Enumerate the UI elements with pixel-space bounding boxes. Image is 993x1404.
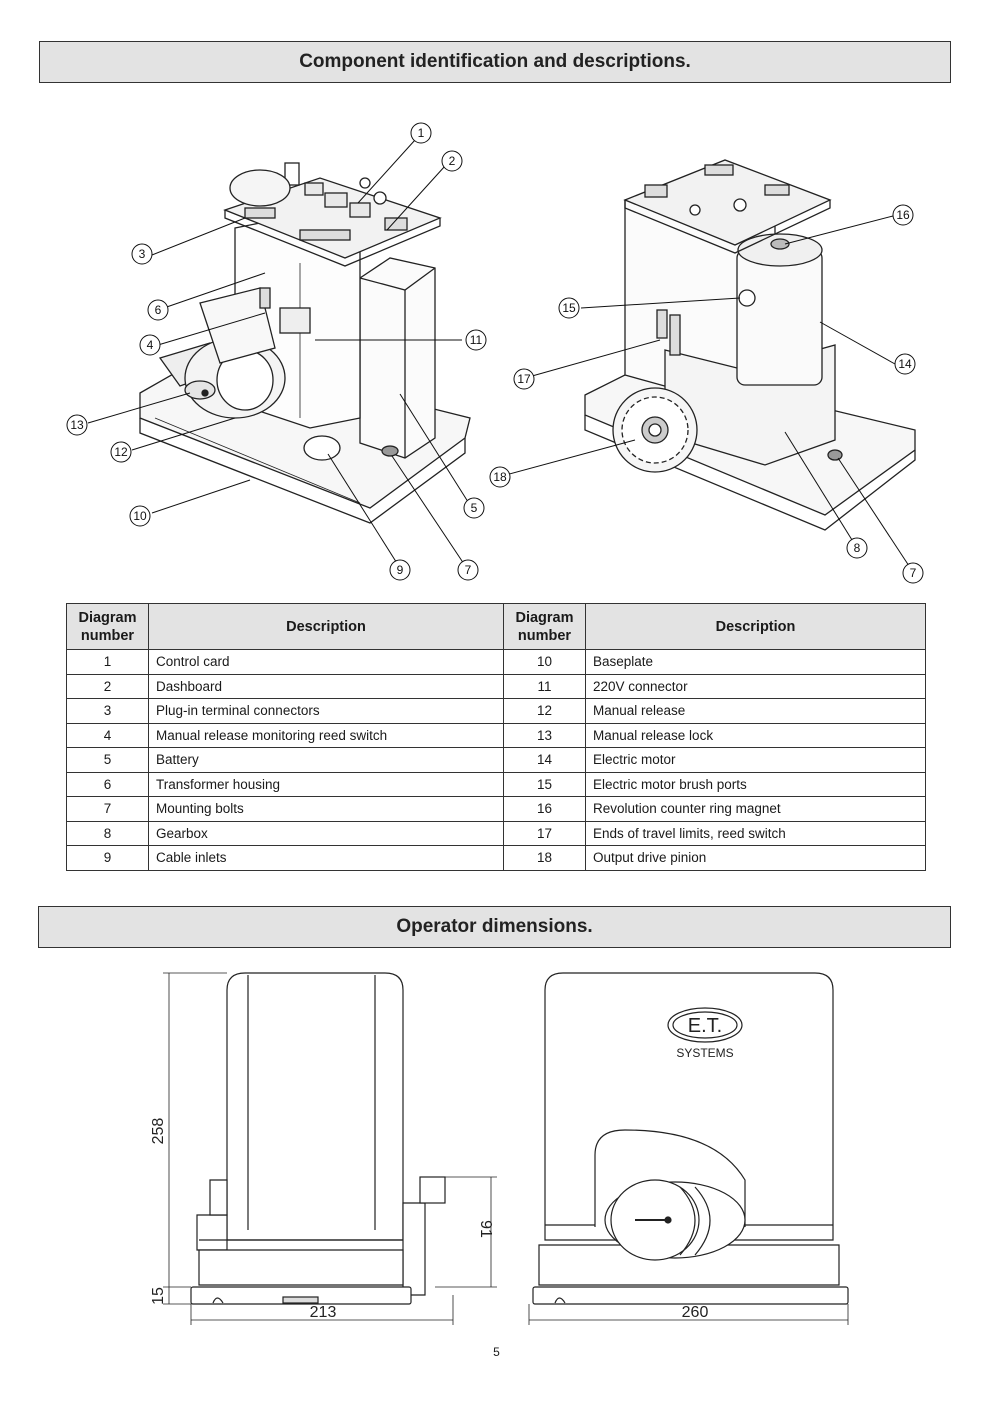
svg-text:1: 1 — [418, 126, 425, 140]
header-description-right: Description — [585, 603, 926, 650]
components-section-title: Component identification and description… — [39, 41, 951, 83]
svg-text:18: 18 — [493, 470, 507, 484]
svg-text:2: 2 — [449, 154, 456, 168]
callout-14: 14 — [894, 353, 916, 375]
callout-12: 12 — [110, 441, 132, 463]
dim-side-width-label: 213 — [310, 1304, 337, 1321]
callout-18: 18 — [489, 466, 511, 488]
callout-7: 7 — [457, 559, 479, 581]
dim-pinion-label: 91 — [477, 1220, 494, 1238]
dim-front-width-label: 260 — [682, 1304, 709, 1321]
svg-text:17: 17 — [517, 372, 531, 386]
svg-text:14: 14 — [898, 357, 912, 371]
callout-6: 6 — [147, 299, 169, 321]
svg-text:4: 4 — [147, 338, 154, 352]
svg-text:16: 16 — [896, 208, 910, 222]
callout-13: 13 — [66, 414, 88, 436]
dimensions-section-title: Operator dimensions. — [38, 906, 951, 948]
svg-text:7: 7 — [910, 566, 917, 580]
svg-text:7: 7 — [465, 563, 472, 577]
callout-2: 2 — [441, 150, 463, 172]
operator-diagram-rear: 16 15 14 17 18 8 7 — [489, 159, 924, 584]
callout-3: 3 — [131, 243, 153, 265]
svg-text:5: 5 — [471, 501, 478, 515]
callout-17: 17 — [513, 368, 535, 390]
svg-text:8: 8 — [854, 541, 861, 555]
callout-11: 11 — [465, 329, 487, 351]
svg-text:11: 11 — [470, 333, 483, 347]
svg-text:10: 10 — [133, 509, 147, 523]
callout-5: 5 — [463, 497, 485, 519]
callout-7b: 7 — [902, 562, 924, 584]
svg-text:13: 13 — [70, 418, 84, 432]
dimension-drawings: 258 15 91 213 260 E.T. SYSTEMS — [150, 972, 849, 1325]
header-description-left: Description — [148, 603, 504, 650]
svg-text:3: 3 — [139, 247, 146, 261]
svg-text:9: 9 — [397, 563, 404, 577]
callout-16: 16 — [892, 204, 914, 226]
callout-9: 9 — [389, 559, 411, 581]
logo-line2: SYSTEMS — [676, 1046, 733, 1060]
operator-diagram-front: 1 2 3 6 4 11 13 12 10 5 7 9 — [66, 122, 487, 581]
logo-line1: E.T. — [688, 1015, 722, 1037]
callout-10: 10 — [129, 505, 151, 527]
callout-8: 8 — [846, 537, 868, 559]
svg-text:6: 6 — [155, 303, 162, 317]
page-number: 5 — [493, 1345, 500, 1359]
callout-4: 4 — [139, 334, 161, 356]
dim-base-label: 15 — [150, 1287, 167, 1305]
svg-text:15: 15 — [562, 301, 576, 315]
svg-text:12: 12 — [114, 445, 128, 459]
callout-15: 15 — [558, 297, 580, 319]
dim-height-label: 258 — [150, 1118, 167, 1145]
callout-1: 1 — [410, 122, 432, 144]
